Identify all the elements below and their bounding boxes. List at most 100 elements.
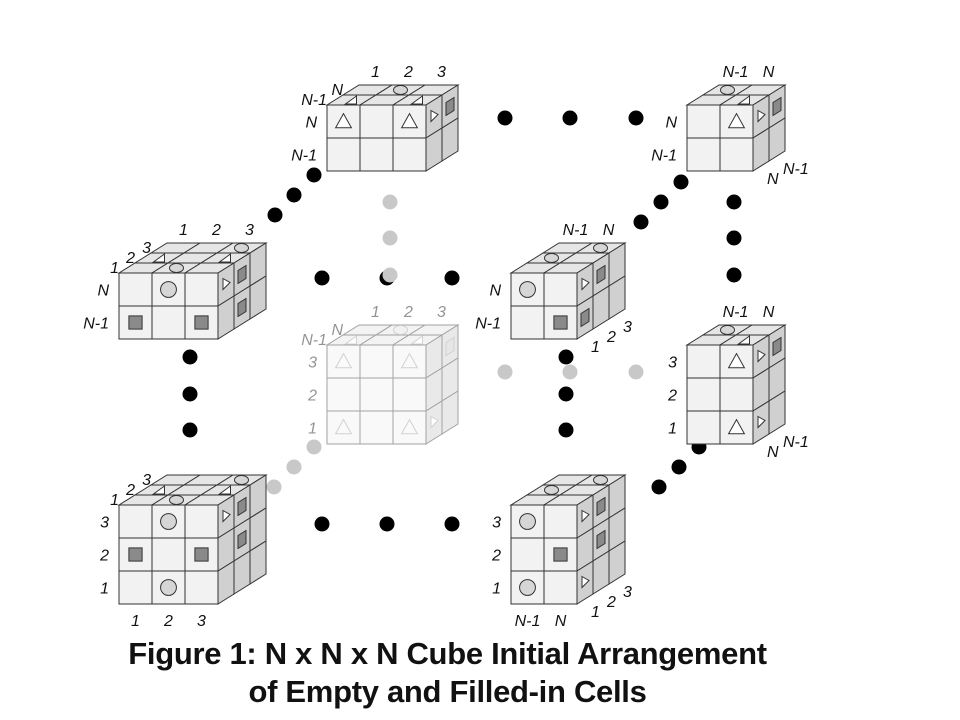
front-cell [359,410,394,445]
front-cell [326,137,361,172]
chain-bottom-left-to-bottom-right [314,516,460,532]
chain-dot [444,516,460,532]
chain-hidden-vertical [382,194,398,283]
filled-square-marker [237,264,247,285]
front-cell [359,137,394,172]
front-cell [392,377,427,412]
front-cell [719,377,754,412]
axis-label: 3 [245,222,254,239]
axis-label: 3 [142,472,151,489]
side-face [576,474,626,605]
axis-label: N-1 [723,64,749,81]
front-cell [686,344,721,379]
axis-label: N-1 [475,316,501,333]
axis-label: 2 [211,222,221,239]
circle-marker [519,281,536,298]
triangle-marker [222,509,231,523]
circle-marker [544,485,559,495]
side-face [217,242,267,340]
triangle-marker [343,335,357,345]
axis-label: N [767,444,779,461]
triangle-marker [736,335,750,345]
side-face [576,242,626,340]
axis-label: 3 [623,584,632,601]
circle-marker [593,243,608,253]
circle-marker [160,579,177,596]
chain-dot [558,349,574,365]
top-face [117,474,268,506]
front-cell [359,377,394,412]
triangle-marker [409,335,423,345]
chain-dot [444,270,460,286]
triangle-marker [757,109,766,123]
axis-label: 2 [667,388,677,405]
front-face [686,344,754,445]
axis-label: N-1 [783,434,809,451]
triangle-marker [581,509,590,523]
side-cell [441,357,459,402]
triangle-marker [409,95,423,105]
filled-square-marker [237,529,247,550]
chain-top-right-to-middle-center [633,174,689,230]
chain-dot [306,439,322,455]
axis-label: N [665,115,677,132]
axis-label: 2 [606,329,616,346]
circle-marker [544,253,559,263]
chain-dot [497,364,513,380]
chain-dot [267,207,283,223]
top-cell [391,334,444,346]
axis-label: N-1 [301,92,327,109]
axis-label: N-1 [515,613,541,630]
front-cell [118,504,153,539]
axis-label: 2 [403,64,413,81]
side-face [752,84,786,172]
triangle-marker [727,418,746,435]
axis-label: 3 [437,64,446,81]
chain-dot [726,230,742,246]
circle-marker [160,513,177,530]
chain-dot [633,214,649,230]
front-cell [118,570,153,605]
front-cell [392,137,427,172]
filled-square-marker [445,336,455,357]
circle-marker [720,325,735,335]
chain-dot [286,459,302,475]
triangle-marker [151,253,165,263]
front-cell [686,410,721,445]
top-cell [407,324,460,336]
side-face [425,324,459,445]
front-cell [686,104,721,139]
axis-label: 1 [591,604,600,621]
circle-marker [393,325,408,335]
axis-label: N [555,613,567,630]
filled-square-marker [596,529,606,550]
front-cell [543,272,578,307]
side-face [425,84,459,172]
triangle-marker [430,415,439,429]
side-cell [425,334,443,379]
side-cell [608,540,626,585]
front-cell [326,344,361,379]
chain-dot [562,110,578,126]
chain-hidden-horizontal [497,364,644,380]
filled-square-marker [580,307,590,328]
filled-square-marker [445,96,455,117]
axis-label: N [767,171,779,188]
triangle-marker [217,253,231,263]
front-cell [686,137,721,172]
chain-dot [726,267,742,283]
top-cell [325,334,378,346]
chain-dot [266,479,282,495]
axis-label: 2 [125,482,135,499]
side-cell [425,367,443,412]
figure-caption-line-2: of Empty and Filled-in Cells [248,674,647,709]
top-cell [341,324,394,336]
axis-label: 3 [308,355,317,372]
